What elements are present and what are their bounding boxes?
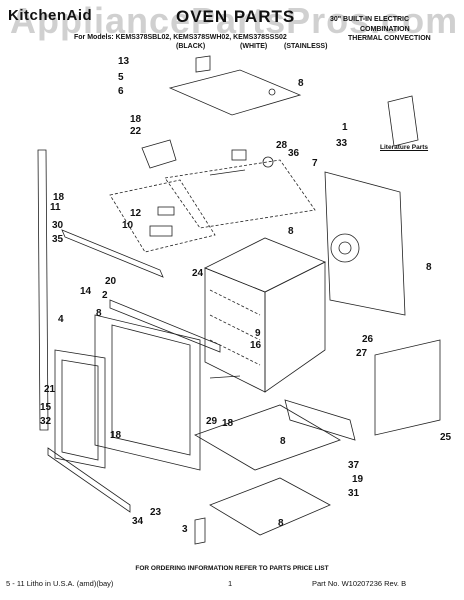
callout-8: 8 — [280, 436, 286, 447]
finish-stainless: (STAINLESS) — [284, 43, 328, 50]
callout-8: 8 — [278, 518, 284, 529]
convection-fan-part — [330, 233, 360, 263]
models-line: For Models: KEMS378SBL02, KEMS378SWH02, … — [74, 34, 287, 41]
callout-7: 7 — [312, 158, 318, 169]
door-gasket-part — [54, 349, 106, 469]
side-trim-part — [61, 229, 164, 278]
callout-22: 22 — [130, 126, 142, 137]
page-number: 1 — [228, 579, 233, 588]
callout-16: 16 — [250, 340, 262, 351]
callout-32: 32 — [40, 416, 52, 427]
callout-18: 18 — [110, 430, 122, 441]
screw-part — [195, 55, 211, 73]
callout-29: 29 — [206, 416, 218, 427]
callout-31: 31 — [348, 488, 360, 499]
callout-11: 11 — [50, 202, 61, 213]
trim-plate-part — [284, 399, 356, 441]
bottom-tray-part — [194, 404, 341, 471]
drawer-pan-part — [209, 477, 331, 536]
spec-line-2: COMBINATION — [360, 26, 410, 33]
callout-34: 34 — [132, 516, 144, 527]
callout-2: 2 — [102, 290, 108, 301]
latch-part — [141, 139, 177, 169]
vent-part-10 — [149, 225, 173, 237]
rear-panel-part — [324, 171, 406, 316]
callout-14: 14 — [80, 286, 92, 297]
callout-26: 26 — [362, 334, 374, 345]
callout-9: 9 — [255, 328, 261, 339]
oven-door-part — [94, 314, 201, 471]
vent-part-12 — [157, 206, 175, 216]
vent-assembly-outline — [109, 179, 216, 253]
top-shield-part — [168, 69, 302, 116]
door-inner-panel — [111, 324, 191, 456]
literature-label: Literature Parts — [380, 144, 429, 151]
callout-8: 8 — [288, 226, 294, 237]
callout-8: 8 — [96, 308, 102, 319]
callout-36: 36 — [288, 148, 300, 159]
callout-30: 30 — [52, 220, 64, 231]
callout-10: 10 — [122, 220, 134, 231]
ordering-note: FOR ORDERING INFORMATION REFER TO PARTS … — [135, 565, 329, 572]
callout-35: 35 — [52, 234, 64, 245]
callout-5: 5 — [118, 72, 124, 83]
callout-28: 28 — [276, 140, 288, 151]
spec-line-3: THERMAL CONVECTION — [348, 35, 431, 42]
callout-3: 3 — [182, 524, 188, 535]
bracket-part — [194, 517, 206, 545]
callout-27: 27 — [356, 348, 368, 359]
callout-20: 20 — [105, 276, 117, 287]
duct-panel-part — [164, 159, 316, 229]
door-handle-part — [47, 447, 131, 513]
side-panel-part — [374, 339, 441, 436]
callout-18: 18 — [53, 192, 65, 203]
spec-line-1: 30" BUILT-IN ELECTRIC — [330, 16, 410, 23]
callout-15: 15 — [40, 402, 52, 413]
callout-8: 8 — [426, 262, 432, 273]
finish-white: (WHITE) — [240, 43, 268, 50]
oven-cavity-right — [264, 261, 326, 393]
literature-book — [387, 95, 419, 147]
callout-4: 4 — [58, 314, 64, 325]
part-number: Part No. W10207236 Rev. B — [312, 579, 407, 588]
callout-21: 21 — [44, 384, 56, 395]
door-hinge-rail — [109, 299, 221, 353]
callout-23: 23 — [150, 507, 162, 518]
callout-6: 6 — [118, 86, 124, 97]
callout-18: 18 — [130, 114, 142, 125]
callout-33: 33 — [336, 138, 348, 149]
callout-8: 8 — [298, 78, 304, 89]
callout-13: 13 — [118, 56, 130, 67]
callout-1: 1 — [342, 122, 348, 133]
callout-18: 18 — [222, 418, 234, 429]
callout-24: 24 — [192, 268, 204, 279]
callout-25: 25 — [440, 432, 452, 443]
callout-37: 37 — [348, 460, 360, 471]
finish-black: (BLACK) — [176, 43, 206, 50]
callout-12: 12 — [130, 208, 142, 219]
page-title: OVEN PARTS — [176, 7, 296, 26]
oven-cavity-top — [204, 237, 326, 293]
left-frame-rail — [37, 149, 49, 431]
thermostat-part — [231, 149, 247, 161]
litho-info: 5 - 11 Litho in U.S.A. (amd)(bay) — [6, 579, 114, 588]
callout-19: 19 — [352, 474, 364, 485]
watermark: AppliancePartsPros.com — [10, 0, 459, 41]
brand-logo: KitchenAid — [8, 7, 93, 24]
